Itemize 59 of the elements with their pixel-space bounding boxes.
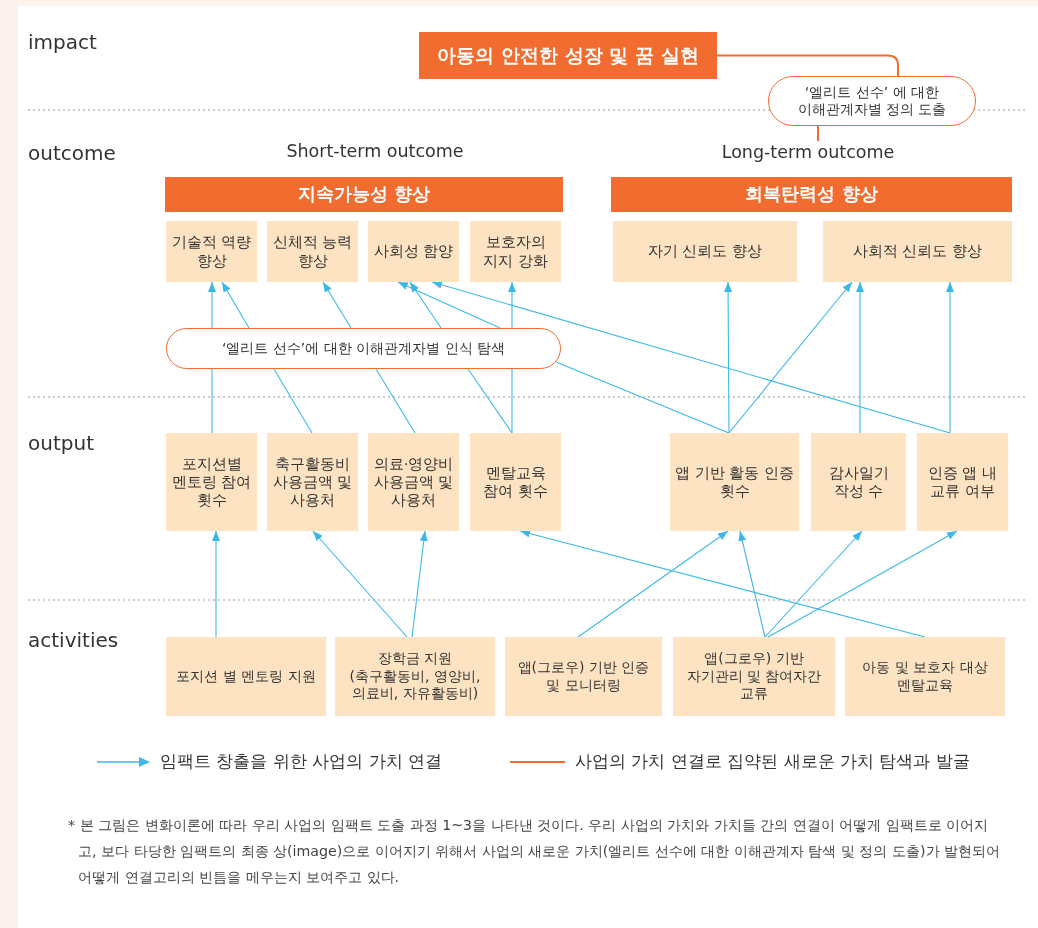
arrow (767, 530, 958, 638)
arrow (946, 281, 954, 434)
arrow (312, 530, 408, 638)
output-box: 앱 기반 활동 인증 횟수 (670, 433, 799, 531)
impact-box: 아동의 안전한 성장 및 꿈 실현 (419, 32, 717, 79)
outcome-band: 회복탄력성 향상 (611, 177, 1012, 212)
activity-box: 장학금 지원 (축구활동비, 영양비, 의료비, 자유활동비) (335, 637, 495, 716)
activity-box: 앱(그로우) 기반 자기관리 및 참여자간 교류 (673, 637, 835, 716)
output-box: 감사일기 작성 수 (811, 433, 906, 531)
connector-line (716, 54, 899, 77)
outcome-box: 신체적 능력 향상 (267, 221, 358, 282)
output-box: 인증 앱 내 교류 여부 (917, 433, 1008, 531)
arrow (208, 281, 216, 329)
output-box: 멘탈교육 참여 횟수 (470, 433, 561, 531)
footnote: * 본 그림은 변화이론에 따라 우리 사업의 임팩트 도출 과정 1~3을 나타낸 것이다. 우리 사업의 가치와 가치들 간의 연결이 어떻게 임팩트로 이어지고, 보다 타당한 임팩트의 최종 상(image)으로 이어지기 위해서 사업의 새로운 가치(엘리트 선수에 대한 이해관계자 탐색 및 정의 도출)가 발현되어 어떻게 연결고리의 빈틈을 메우는지 보여주고 있다. (68, 816, 1002, 887)
connector-line (817, 125, 819, 142)
outcome-box: 사회적 신뢰도 향상 (823, 221, 1012, 282)
legend-text: 사업의 가치 연결로 집약된 새로운 가치 탐색과 발굴 (575, 750, 970, 773)
arrow (431, 280, 951, 434)
arrow (221, 281, 250, 329)
outcome-band: 지속가능성 향상 (165, 177, 563, 212)
exploration-pill: ‘엘리트 선수’에 대한 이해관계자별 인식 탐색 (166, 328, 561, 369)
connector-line (511, 368, 513, 434)
arrow (508, 281, 516, 329)
arrow (728, 281, 853, 434)
connector-line (273, 368, 313, 434)
section-heading: Short-term outcome (285, 141, 465, 161)
activity-box: 포지션 별 멘토링 지원 (166, 637, 326, 716)
activity-box: 앱(그로우) 기반 인증 및 모니터링 (505, 637, 662, 716)
arrow (738, 530, 766, 638)
row-label: output (28, 431, 94, 455)
row-label: impact (28, 30, 97, 54)
connector-line (211, 368, 213, 434)
outcome-box: 사회성 함양 (368, 221, 459, 282)
connector-line (375, 368, 416, 434)
outcome-box: 자기 신뢰도 향상 (613, 221, 797, 282)
arrow (577, 530, 729, 638)
arrow (724, 281, 733, 434)
arrow (322, 281, 352, 329)
arrow (764, 530, 863, 638)
row-label: activities (28, 628, 119, 652)
output-box: 의료·영양비 사용금액 및 사용처 (368, 433, 459, 531)
outcome-box: 기술적 역량 향상 (166, 221, 257, 282)
arrow (856, 281, 864, 434)
activity-box: 아동 및 보호자 대상 멘탈교육 (845, 637, 1005, 716)
arrow (397, 281, 501, 329)
outcome-box: 보호자의 지지 강화 (470, 221, 561, 282)
definition-pill: ‘엘리트 선수’ 에 대한 이해관계자별 정의 도출 (768, 76, 976, 126)
connector-line (467, 368, 513, 434)
connector-line (555, 361, 730, 434)
row-label: outcome (28, 141, 116, 165)
output-box: 포지션별 멘토링 참여 횟수 (166, 433, 257, 531)
legend-text: 임팩트 창출을 위한 사업의 가치 연결 (160, 750, 443, 773)
output-box: 축구활동비 사용금액 및 사용처 (267, 433, 358, 531)
section-heading: Long-term outcome (708, 141, 908, 165)
arrow (411, 530, 428, 638)
arrow (409, 281, 442, 329)
arrow (212, 530, 220, 638)
arrow (519, 529, 926, 638)
